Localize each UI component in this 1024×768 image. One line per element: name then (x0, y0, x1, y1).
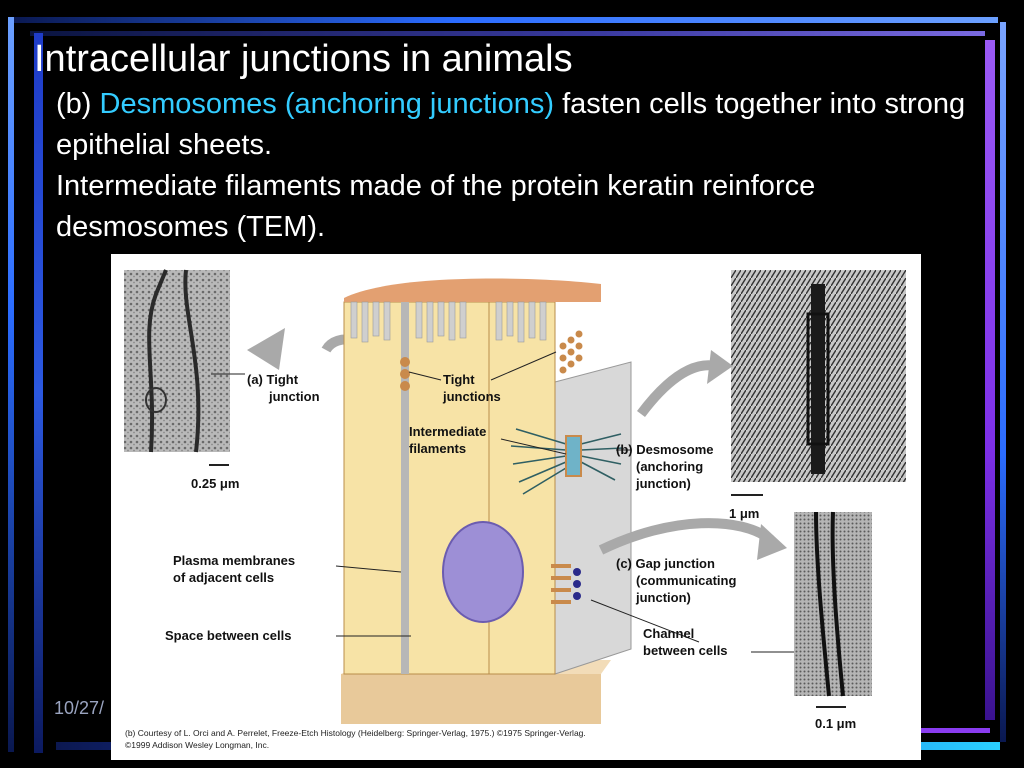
body-paragraph-2: Intermediate filaments made of the prote… (56, 170, 816, 243)
date-fragment: 10/27/ (54, 698, 105, 718)
nucleus (442, 521, 524, 623)
credit-line-2: ©1999 Addison Wesley Longman, Inc. (125, 740, 269, 750)
scale-bar-a (209, 464, 229, 466)
label-space-between-cells: Space between cells (165, 628, 291, 643)
highlight-term: Desmosomes (anchoring junctions) (99, 88, 555, 120)
label-tight-a-1: (a) Tight (247, 372, 299, 387)
label-tight-center-1: Tight (443, 372, 475, 387)
label-plasma-1: Plasma membranes (173, 553, 295, 568)
tight-junction-beads (400, 330, 583, 391)
label-intermediate-2: filaments (409, 441, 466, 456)
label-gap-3: junction) (635, 590, 691, 605)
label-tight-center-2: junctions (442, 389, 501, 404)
arrow-to-desmosome (637, 360, 717, 418)
label-tight-a-2: junction (268, 389, 320, 404)
micrograph-desmosome (731, 270, 906, 482)
credit-line-1: (b) Courtesy of L. Orci and A. Perrelet,… (125, 728, 586, 738)
label-plasma-2: of adjacent cells (173, 570, 274, 585)
label-channel-2: between cells (643, 643, 728, 658)
junctions-illustration: (a) Tight junction 0.25 μm Tight junctio… (124, 269, 906, 750)
label-intermediate-1: Intermediate (409, 424, 486, 439)
label-scale-a: 0.25 μm (191, 476, 239, 491)
frame-bar-left-inner (34, 33, 43, 753)
frame-bar-left (8, 17, 14, 752)
label-channel-1: Channel (643, 626, 694, 641)
scale-bar-b (731, 494, 763, 496)
junctions-figure: (a) Tight junction 0.25 μm Tight junctio… (111, 254, 921, 760)
frame-bar-right (1000, 22, 1006, 742)
arrow-head-icon (247, 328, 285, 370)
leader-lines (211, 351, 794, 653)
label-scale-c: 0.1 μm (815, 716, 856, 731)
arrow-head-icon (757, 524, 787, 560)
micrograph-gap-junction (794, 511, 872, 697)
frame-bar-top (8, 17, 998, 23)
cell-block-illustration (341, 278, 632, 724)
label-scale-b: 1 μm (729, 506, 759, 521)
label-desmosome-1: (b) Desmosome (616, 442, 714, 457)
label-gap-2: (communicating (636, 573, 736, 588)
slide-title: Intracellular junctions in animals (34, 38, 573, 80)
micrograph-tight-junction (124, 269, 230, 453)
body-paragraph-1: (b) Desmosomes (anchoring junctions) fas… (56, 84, 976, 166)
arrow-head-icon (707, 350, 733, 384)
scale-bar-c (816, 706, 846, 708)
label-desmosome-3: junction) (635, 476, 691, 491)
slide-body: (b) Desmosomes (anchoring junctions) fas… (56, 84, 976, 248)
frame-bar-right-inner (985, 40, 995, 720)
arrow-to-gap (598, 518, 775, 555)
frame-bar-bottom-inner (920, 728, 990, 733)
frame-bar-top-inner (30, 31, 985, 36)
body-rest: fasten cells together into strong epithe… (56, 88, 966, 161)
body-prefix: (b) (56, 88, 100, 120)
label-desmosome-2: (anchoring (636, 459, 703, 474)
label-gap-1: (c) Gap junction (616, 556, 715, 571)
